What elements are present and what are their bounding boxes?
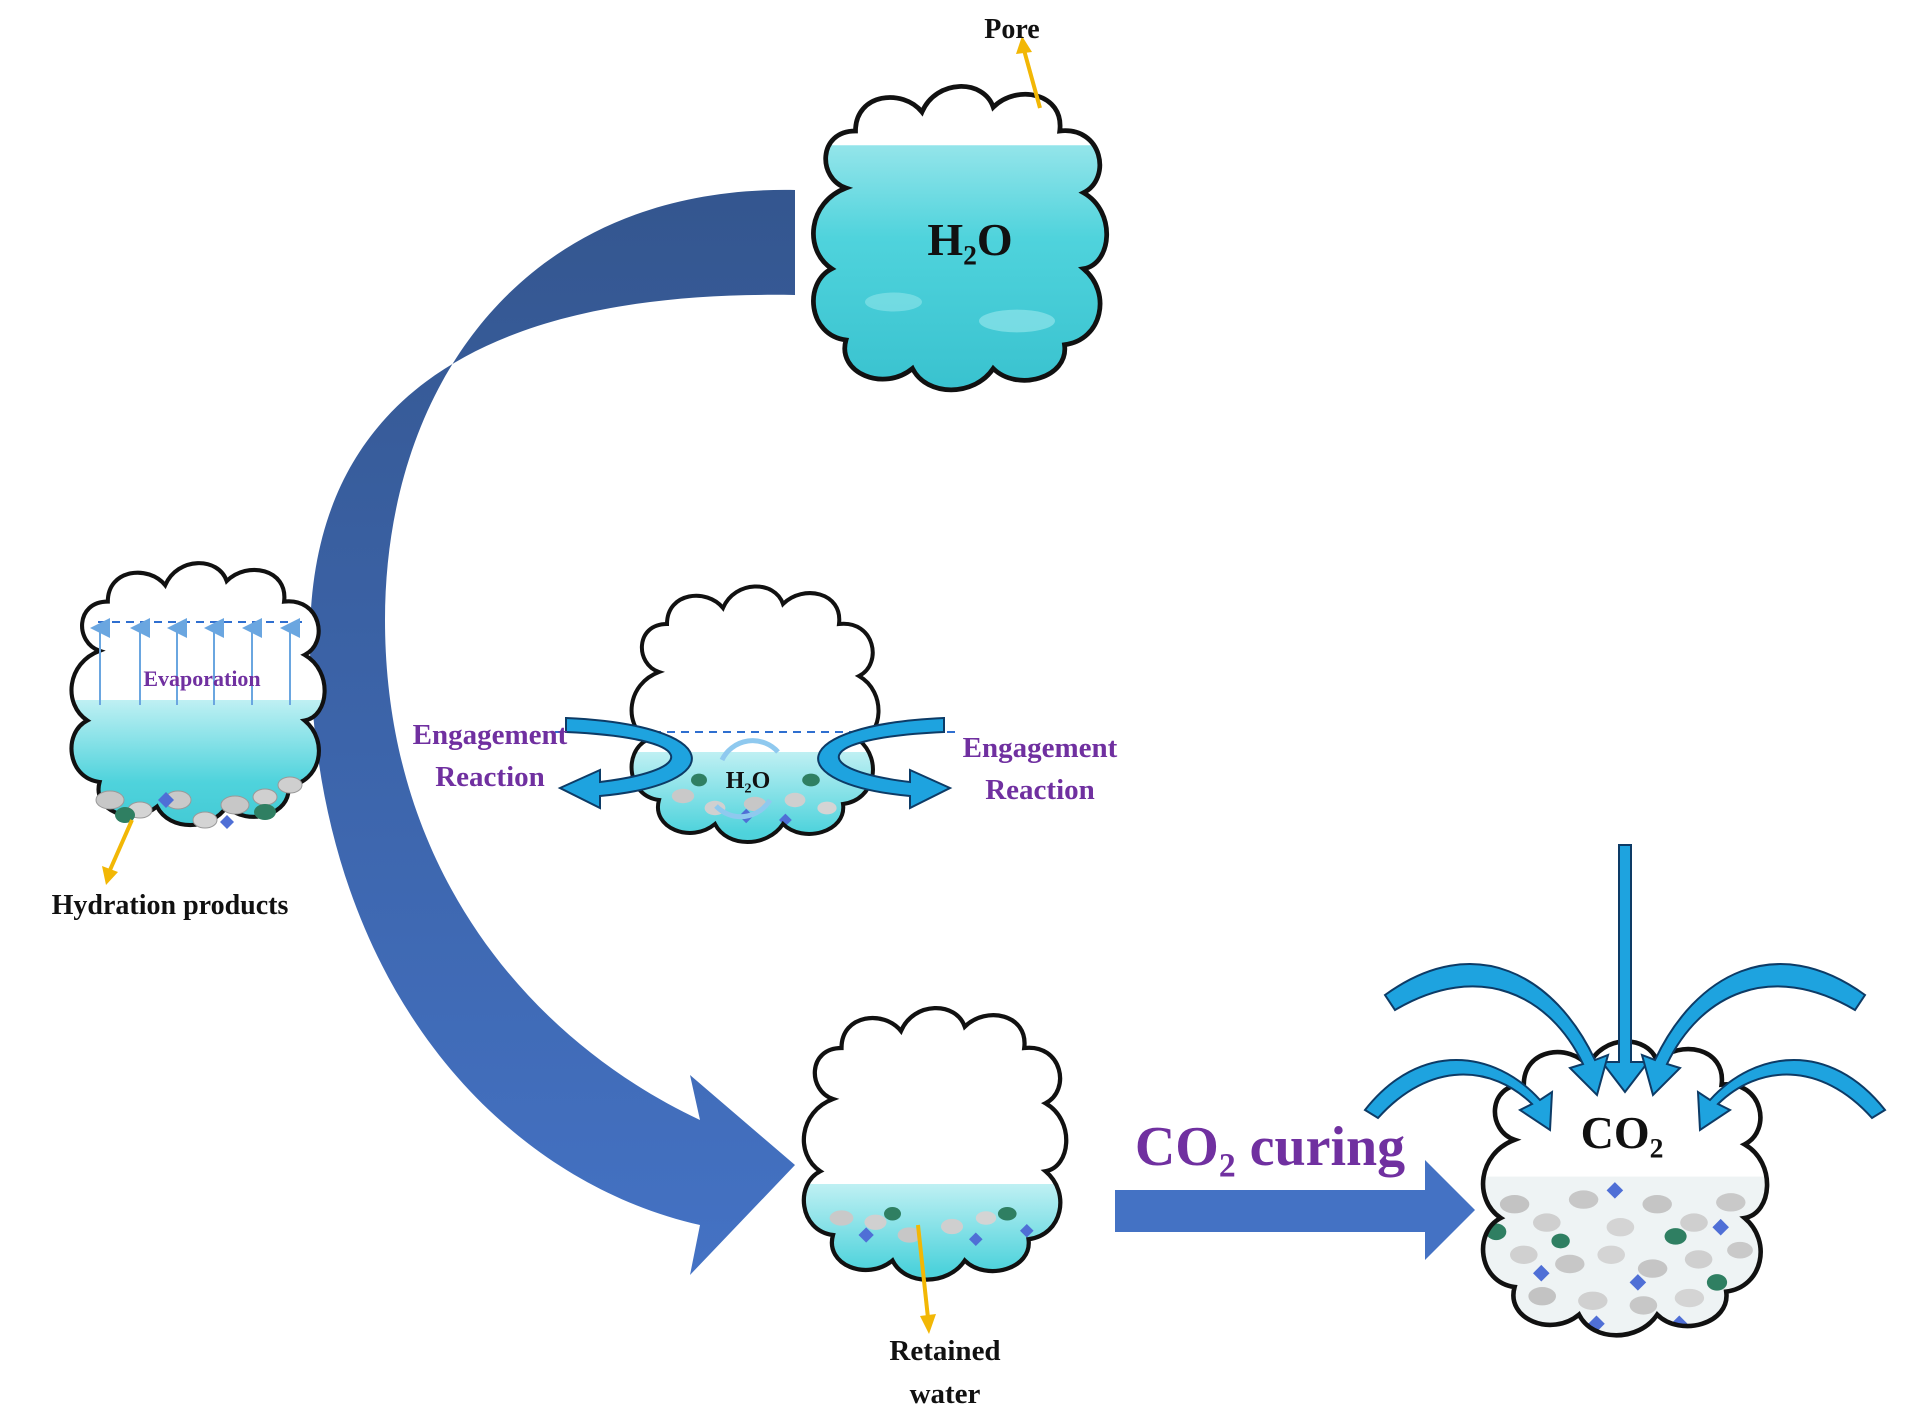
pore-label: Pore [984, 14, 1039, 45]
co2-curing-arrow [1115, 1160, 1475, 1260]
retained-water-pointer [916, 1224, 936, 1334]
co2-inflow-arrows [1363, 844, 1887, 1132]
h2o-small-label: H₂O [726, 768, 771, 794]
retained-water-pore [765, 1008, 1105, 1354]
reaction-pore [595, 586, 915, 912]
carbonated-pore [1441, 1041, 1809, 1415]
pore-pointer [1016, 36, 1042, 109]
hydration-products-label: Hydration products [52, 890, 289, 921]
co2-curing-label: CO₂ curing [1135, 1116, 1405, 1178]
engagement-arrow-left [557, 716, 693, 810]
engagement-right-line1: Engagement [963, 732, 1118, 764]
engagement-left-line1: Engagement [413, 719, 568, 751]
evaporation-label: Evaporation [143, 666, 260, 691]
process-flow-arrow [310, 189, 795, 1275]
engagement-left-line2: Reaction [435, 761, 545, 793]
retained-water-line1: Retained [889, 1335, 1000, 1367]
retained-water-line2: water [910, 1378, 981, 1410]
hydration-pointer [102, 819, 134, 885]
engagement-arrow-right [817, 716, 953, 810]
engagement-right-line2: Reaction [985, 774, 1095, 806]
h2o-big-label: H₂O [927, 214, 1012, 265]
hydration-particles-left [95, 776, 303, 829]
evaporation-arrows [90, 618, 302, 705]
co2-label: CO₂ [1581, 1107, 1664, 1158]
recycle-arrows [714, 738, 780, 820]
